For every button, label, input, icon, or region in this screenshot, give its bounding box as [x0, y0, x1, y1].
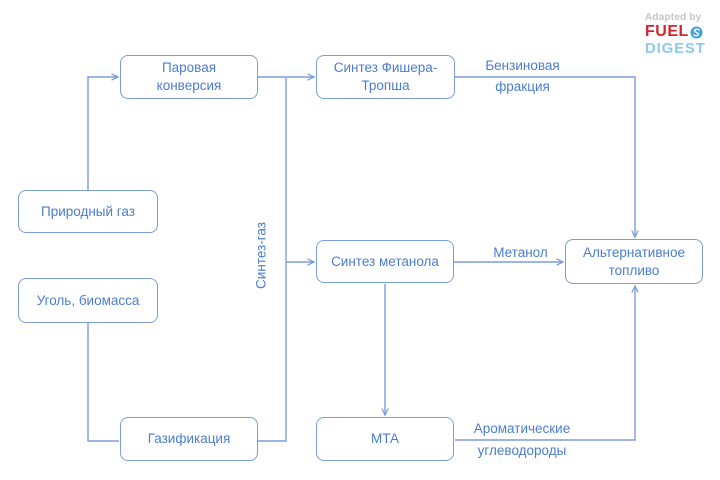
logo-digest-text: DIGEST [645, 40, 706, 57]
node-coal-biomass: Уголь, биомасса [18, 278, 158, 323]
fuel-digest-logo: Adapted by FUEL DIGEST [645, 12, 706, 57]
node-mta: МТА [316, 417, 454, 461]
edge-label-aromatic-hydrocarbons: Ароматические углеводороды [473, 421, 571, 458]
logo-adapted-by-text: Adapted by [645, 12, 702, 23]
node-natural-gas: Природный газ [18, 190, 158, 233]
logo-fuel-text: FUEL [645, 23, 689, 40]
edge-label-gasoline-fraction: Бензиновая фракция [485, 58, 560, 94]
connector-mta-to-alternative-fuel [455, 284, 639, 441]
connector-fischer-tropsch-to-alternative-fuel [455, 76, 639, 239]
connector-gasification-to-syngas-line [258, 78, 287, 442]
node-fischer-tropsch-synthesis: Синтез Фишера- Тропша [316, 55, 455, 99]
node-methanol-synthesis: Синтез метанола [316, 240, 454, 283]
node-steam-reforming: Паровая конверсия [120, 55, 258, 99]
node-alternative-fuel: Альтернативное топливо [565, 239, 703, 284]
node-gasification: Газификация [120, 417, 258, 461]
edge-label-syngas: Синтез-газ [253, 222, 269, 289]
connector-natural-gas-to-steam-reforming [87, 73, 120, 190]
edge-label-methanol: Метанол [493, 245, 548, 260]
swirl-icon [690, 25, 703, 39]
connector-coal-biomass-to-gasification [87, 323, 119, 442]
